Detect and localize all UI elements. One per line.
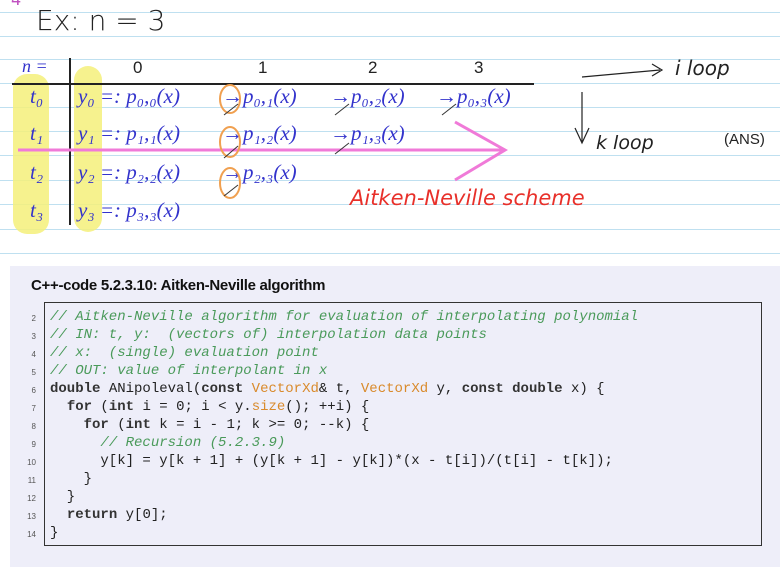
section-number: 4 (11, 0, 21, 9)
scheme-cell: →p₀,₂(x) (330, 84, 405, 108)
code-line: for (int k = i - 1; k >= 0; --k) { (83, 417, 370, 433)
col-header-1: 1 (258, 58, 268, 77)
scheme-label: Aitken-Neville scheme (350, 186, 585, 210)
line-number: 6 (31, 386, 36, 395)
table-vertical-rule (69, 58, 71, 225)
node-t0: t₀ (30, 84, 44, 108)
line-number: 2 (31, 314, 36, 323)
node-t2: t₂ (30, 160, 44, 184)
i-loop-arrow-icon (581, 63, 664, 78)
pink-arrow (18, 120, 508, 182)
col-header-0: 0 (133, 58, 143, 77)
code-line: for (int i = 0; i < y.size(); ++i) { (66, 399, 370, 415)
line-number: 12 (27, 494, 36, 503)
scheme-cell: y₁ =: p₁,₁(x) (78, 121, 180, 145)
col-header-2: 2 (368, 58, 378, 77)
node-t1: t₁ (30, 121, 44, 145)
table-corner: n = (22, 56, 48, 76)
line-number: 8 (31, 422, 36, 431)
ans-label: (ANS) (724, 131, 765, 148)
ruled-line (0, 180, 780, 181)
line-number: 7 (31, 404, 36, 413)
code-listing (44, 302, 762, 546)
example-heading: Ex: n = 3 (36, 4, 166, 37)
scheme-cell: →p₂,₃(x) (222, 160, 297, 184)
code-title: C++-code 5.2.3.10: Aitken-Neville algori… (31, 277, 326, 294)
line-number: 11 (27, 476, 36, 485)
code-line: return y[0]; (66, 507, 168, 523)
code-line: double ANipoleval(const VectorXd& t, Vec… (50, 381, 605, 397)
scheme-cell: →p₁,₃(x) (330, 121, 405, 145)
i-loop-note: i loop (675, 56, 730, 80)
t-column-highlight (13, 74, 49, 234)
diag-arrows (223, 103, 457, 197)
scheme-cell: y₃ =: p₃,₃(x) (78, 198, 180, 222)
scheme-cell: →p₁,₂(x) (222, 121, 297, 145)
code-line: } (50, 471, 93, 487)
code-line: y[k] = y[k + 1] + (y[k + 1] - y[k])*(x -… (50, 453, 613, 469)
node-t3: t₃ (30, 198, 44, 222)
line-number: 13 (27, 512, 36, 521)
ruled-line (0, 155, 780, 156)
ruled-line (0, 229, 780, 230)
ruled-line (0, 253, 780, 254)
ruled-line (0, 131, 780, 132)
line-number: 4 (31, 350, 36, 359)
ruled-line (0, 36, 780, 37)
orange-circles (219, 84, 241, 199)
k-loop-arrow-icon (574, 92, 590, 145)
code-line: // Recursion (5.2.3.9) (100, 435, 286, 451)
code-line: // IN: t, y: (vectors of) interpolation … (50, 327, 487, 343)
line-number: 10 (27, 458, 36, 467)
line-number: 5 (31, 368, 36, 377)
line-number: 9 (31, 440, 36, 449)
line-number: 3 (31, 332, 36, 341)
code-line: // OUT: value of interpolant in x (50, 363, 328, 379)
ruled-line (0, 59, 780, 60)
ruled-line (0, 204, 780, 205)
code-line: } (50, 489, 76, 505)
scheme-cell: y₀ =: p₀,₀(x) (78, 84, 180, 108)
col-header-3: 3 (474, 58, 484, 77)
code-line: } (50, 525, 59, 541)
table-header-rule (12, 83, 534, 85)
ruled-line (0, 107, 780, 108)
code-line: // Aitken-Neville algorithm for evaluati… (50, 309, 639, 325)
scheme-cell: →p₀,₃(x) (436, 84, 511, 108)
scheme-cell: →p₀,₁(x) (222, 84, 297, 108)
code-line: // x: (single) evaluation point (50, 345, 319, 361)
scheme-cell: y₂ =: p₂,₂(x) (78, 160, 180, 184)
ruled-line (0, 12, 780, 13)
line-number: 14 (27, 530, 36, 539)
k-loop-note: k loop (596, 132, 654, 154)
